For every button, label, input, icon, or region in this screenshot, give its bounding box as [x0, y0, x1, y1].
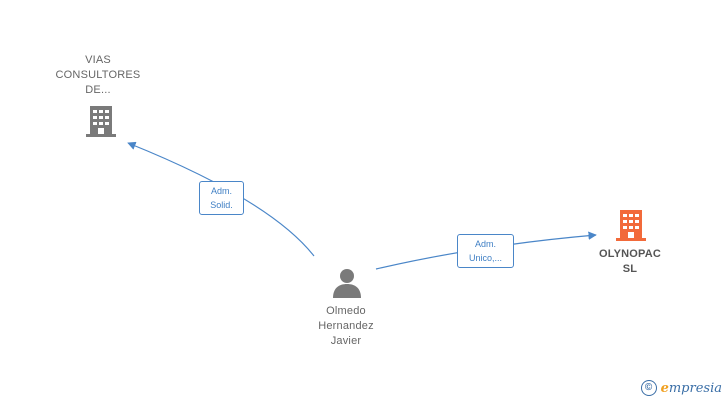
node-label-vias[interactable]: VIAS CONSULTORES DE... [55, 54, 141, 96]
brand-logo: © empresia [640, 380, 722, 396]
copyright-icon: © [640, 380, 657, 396]
edge-label-to-vias[interactable]: Adm. Solid. [199, 181, 244, 215]
edge-to-vias [127, 141, 315, 257]
building-icon-highlighted[interactable] [614, 208, 648, 242]
person-icon[interactable] [331, 267, 363, 299]
edge-label-to-olynopac[interactable]: Adm. Unico,... [457, 234, 514, 268]
building-icon[interactable] [84, 104, 118, 138]
node-label-person[interactable]: Olmedo Hernandez Javier [318, 305, 374, 347]
node-label-olynopac[interactable]: OLYNOPAC SL [598, 248, 662, 275]
